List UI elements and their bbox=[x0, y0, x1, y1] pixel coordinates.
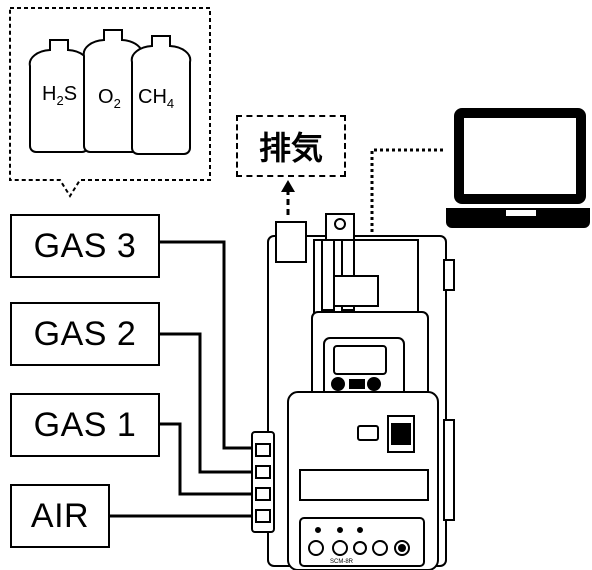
inlet-box-gas3: GAS 3 bbox=[10, 214, 160, 278]
gas2-line bbox=[160, 332, 258, 474]
cylinder-o2-sub: 2 bbox=[114, 96, 121, 111]
inlet-label-gas3: GAS 3 bbox=[33, 226, 137, 265]
cylinder-h2s-sub: 2 bbox=[56, 93, 63, 108]
svg-text:O2: O2 bbox=[98, 86, 121, 111]
laptop-icon bbox=[446, 108, 590, 228]
inlet-label-gas1: GAS 1 bbox=[33, 405, 137, 444]
gas3-line bbox=[160, 240, 258, 450]
inlet-label-air: AIR bbox=[30, 496, 90, 535]
cylinder-ch4-sub: 4 bbox=[167, 96, 174, 111]
svg-text:CH4: CH4 bbox=[138, 86, 174, 111]
inlet-box-air: AIR bbox=[10, 484, 110, 548]
inlet-box-gas1: GAS 1 bbox=[10, 393, 160, 457]
gas1-line bbox=[160, 422, 258, 496]
gas-cylinder-icon: H2S bbox=[28, 39, 90, 153]
exhaust-arrow-icon bbox=[281, 180, 295, 215]
gas-cylinder-icon: CH4 bbox=[130, 35, 192, 155]
cylinder-h2s-tail: S bbox=[64, 83, 77, 105]
cylinder-ch4-main: CH bbox=[138, 86, 167, 108]
exhaust-label: 排気 bbox=[258, 129, 323, 167]
svg-text:H2S: H2S bbox=[42, 83, 77, 108]
device-model-text: SCM-8R bbox=[330, 559, 354, 565]
calibration-station bbox=[251, 213, 455, 570]
data-cable bbox=[370, 148, 446, 232]
inlet-label-gas2: GAS 2 bbox=[33, 314, 137, 353]
cylinder-h2s-main: H bbox=[42, 83, 56, 105]
inlet-box-gas2: GAS 2 bbox=[10, 302, 160, 366]
gas-cylinder-icon: O2 bbox=[82, 29, 144, 153]
cylinder-o2-main: O bbox=[98, 86, 114, 108]
exhaust-label-box: 排気 bbox=[236, 115, 346, 177]
gas-lines bbox=[110, 240, 258, 518]
